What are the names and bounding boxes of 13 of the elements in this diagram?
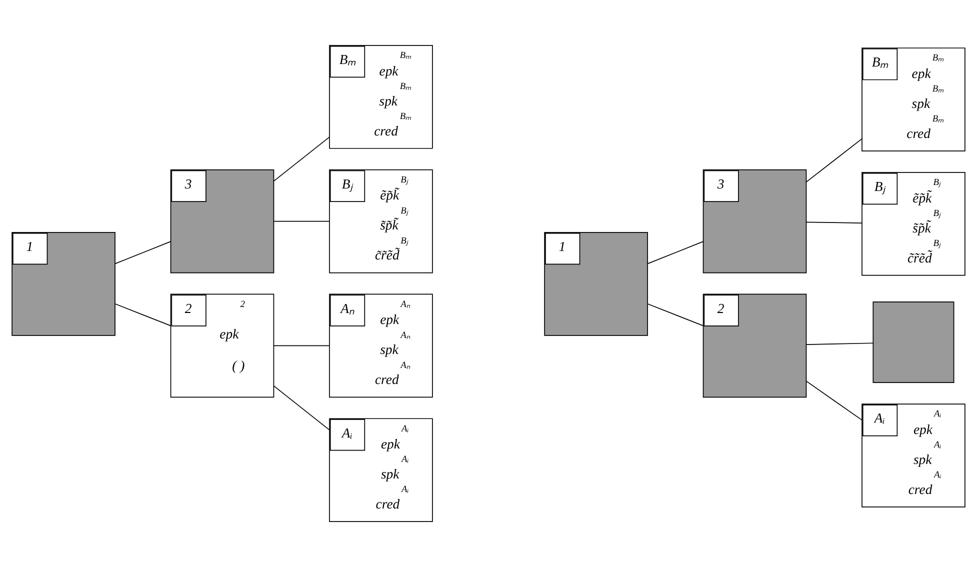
node-box	[872, 301, 954, 383]
connector	[114, 302, 171, 326]
connector	[273, 220, 330, 222]
connector	[806, 221, 862, 223]
connector	[806, 138, 862, 182]
connector	[273, 344, 330, 346]
connector	[647, 302, 704, 326]
connector	[273, 384, 330, 430]
connector	[647, 240, 704, 264]
connector	[114, 240, 171, 264]
connector	[273, 136, 330, 182]
connector	[806, 342, 874, 345]
connector	[806, 380, 862, 420]
